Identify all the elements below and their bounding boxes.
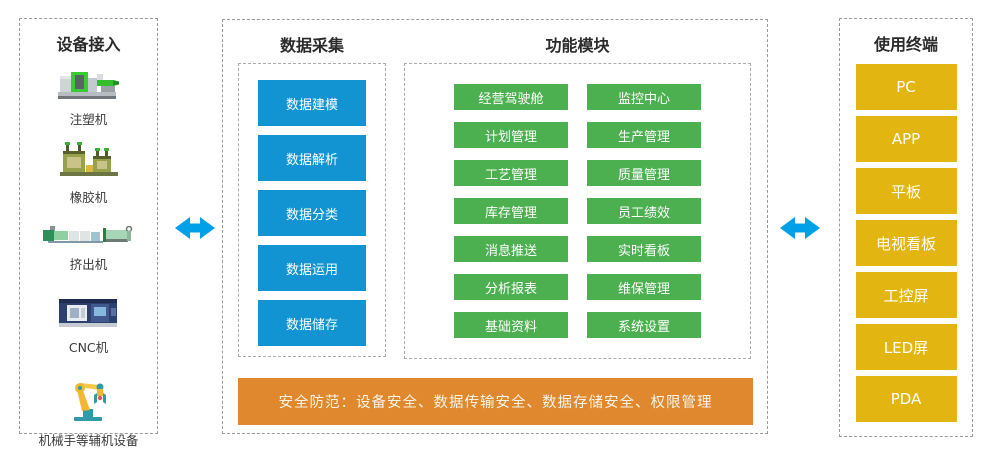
double-arrow-icon (780, 215, 820, 241)
data-module: 数据储存 (258, 300, 366, 346)
function-module: 消息推送 (454, 236, 568, 262)
terminal-list: PC APP 平板 电视看板 工控屏 LED屏 PDA (855, 64, 957, 422)
function-module: 库存管理 (454, 198, 568, 224)
function-module: 基础资料 (454, 312, 568, 338)
function-module: 员工绩效 (587, 198, 701, 224)
terminals-panel: 使用终端 PC APP 平板 电视看板 工控屏 LED屏 PDA (839, 18, 973, 437)
function-module: 维保管理 (587, 274, 701, 300)
robot-arm-icon (66, 374, 110, 426)
terminals-title: 使用终端 (873, 35, 938, 54)
cnc-machine-icon (57, 297, 121, 333)
function-modules-box: 经营驾驶舱 监控中心 计划管理 生产管理 工艺管理 质量管理 库存管理 员工绩效… (404, 63, 751, 359)
data-module: 数据建模 (258, 80, 366, 126)
data-collection-box: 数据建模 数据解析 数据分类 数据运用 数据储存 (238, 63, 386, 357)
security-bar: 安全防范：设备安全、数据传输安全、数据存储安全、权限管理 (238, 378, 753, 425)
device-panel-title: 设备接入 (56, 35, 121, 54)
terminal-item: PDA (855, 376, 957, 422)
rubber-machine-icon (57, 141, 121, 183)
function-module: 实时看板 (587, 236, 701, 262)
injection-molding-machine-icon (56, 67, 122, 105)
device-label: CNC机 (68, 340, 109, 355)
device-label: 挤出机 (69, 257, 108, 272)
terminal-item: APP (855, 116, 957, 162)
data-module: 数据分类 (258, 190, 366, 236)
function-module: 系统设置 (587, 312, 701, 338)
function-module: 经营驾驶舱 (454, 84, 568, 110)
device-item-extruder: 挤出机 (42, 225, 135, 273)
data-collection-title: 数据采集 (279, 36, 344, 55)
function-module: 工艺管理 (454, 160, 568, 186)
platform-panel: 数据采集 功能模块 数据建模 数据解析 数据分类 数据运用 数据储存 经营驾驶舱… (222, 19, 768, 434)
function-module: 分析报表 (454, 274, 568, 300)
device-label: 橡胶机 (69, 190, 108, 205)
extruder-machine-icon (42, 225, 135, 250)
terminal-item: 电视看板 (855, 220, 957, 266)
device-label: 注塑机 (69, 112, 108, 127)
device-item-injection: 注塑机 (56, 67, 122, 128)
double-arrow-icon (175, 215, 215, 241)
device-item-robot: 机械手等辅机设备 (38, 374, 139, 449)
device-item-rubber: 橡胶机 (57, 141, 121, 206)
device-item-cnc: CNC机 (57, 297, 121, 356)
function-modules-title: 功能模块 (545, 36, 610, 55)
data-module: 数据运用 (258, 245, 366, 291)
device-label: 机械手等辅机设备 (38, 433, 139, 448)
function-module: 计划管理 (454, 122, 568, 148)
device-access-panel: 设备接入 注塑机 (19, 18, 158, 448)
function-module: 生产管理 (587, 122, 701, 148)
terminal-item: LED屏 (855, 324, 957, 370)
terminal-item: PC (855, 64, 957, 110)
function-module: 监控中心 (587, 84, 701, 110)
terminal-item: 平板 (855, 168, 957, 214)
data-module: 数据解析 (258, 135, 366, 181)
function-module: 质量管理 (587, 160, 701, 186)
terminal-item: 工控屏 (855, 272, 957, 318)
